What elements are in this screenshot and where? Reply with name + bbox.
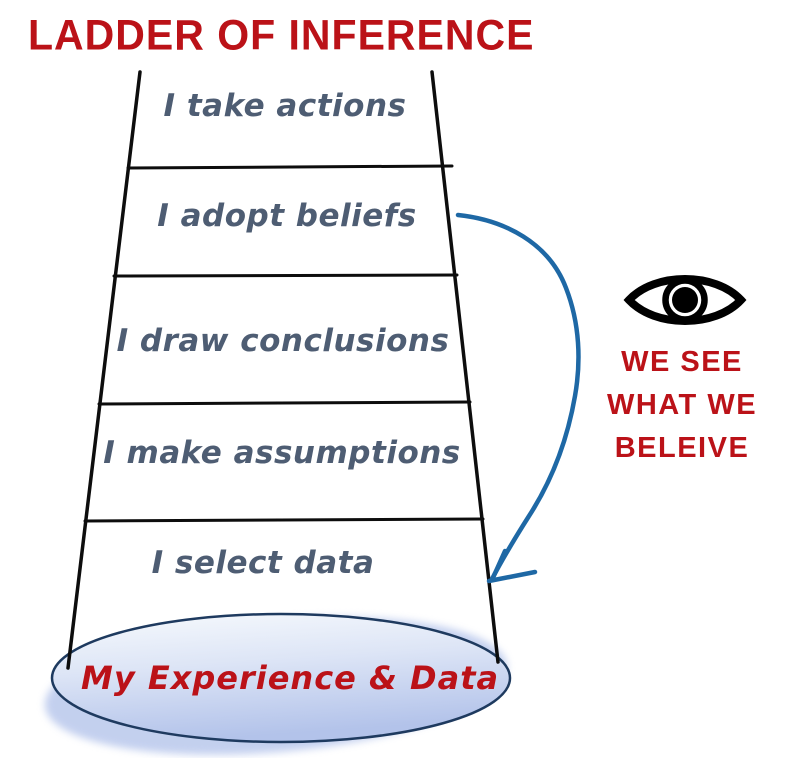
eye-icon (623, 275, 747, 325)
ladder-left-rail (66, 70, 142, 670)
rung-label-make-assumptions: I make assumptions (103, 435, 461, 471)
rung-line-1 (126, 164, 454, 170)
rung-label-draw-conclusions: I draw conclusions (116, 323, 450, 359)
ladder-right-rail (430, 70, 500, 664)
side-note: WE SEE WHAT WE BELEIVE (589, 341, 775, 470)
feedback-arrow (455, 212, 581, 584)
base-ellipse (50, 612, 512, 744)
page-title: LADDER OF INFERENCE (28, 10, 535, 60)
rung-label-adopt-beliefs: I adopt beliefs (157, 198, 417, 234)
side-note-line-2: WHAT WE (606, 389, 758, 421)
rung-line-4 (83, 517, 485, 523)
base-ellipse-label: My Experience & Data (81, 659, 500, 697)
side-note-line-1: WE SEE (621, 346, 743, 378)
rung-label-take-actions: I take actions (163, 88, 407, 124)
rung-label-select-data: I select data (151, 545, 375, 581)
side-note-line-3: BELEIVE (614, 432, 750, 464)
rung-line-3 (97, 400, 472, 406)
rung-line-2 (112, 273, 459, 278)
